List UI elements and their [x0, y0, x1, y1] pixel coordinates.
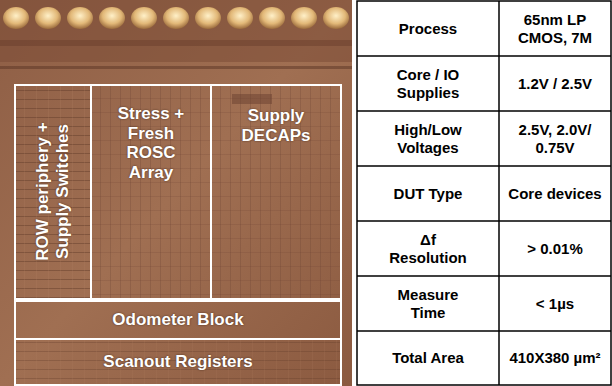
table-cell: 410X380 µm²: [499, 331, 611, 385]
region-box: Scanout Registers: [14, 338, 342, 386]
table-header: Core / IO Supplies: [380, 66, 476, 102]
region-label: Stress + Fresh ROSC Array: [109, 104, 193, 182]
table-cell: Total Area: [357, 331, 499, 385]
table-cell: Core / IO Supplies: [357, 56, 499, 111]
table-header: Δf Resolution: [380, 231, 476, 267]
region-label: Scanout Registers: [28, 352, 328, 372]
table-header: DUT Type: [380, 185, 476, 203]
region-box: Stress + Fresh ROSC Array: [90, 84, 212, 300]
table-header: Measure Time: [380, 286, 476, 322]
table-value: 410X380 µm²: [507, 349, 603, 367]
table-cell: Measure Time: [357, 276, 499, 331]
table-cell: 2.5V, 2.0V/ 0.75V: [499, 111, 611, 166]
table-value: 2.5V, 2.0V/ 0.75V: [507, 121, 603, 157]
region-label: Odometer Block: [28, 310, 328, 330]
table-value: > 0.01%: [507, 240, 603, 258]
region-box: Odometer Block: [14, 300, 342, 340]
region-label: ROW periphery + Supply Switches: [33, 117, 72, 267]
table-cell: High/Low Voltages: [357, 111, 499, 166]
table-value: < 1µs: [507, 295, 603, 313]
table-cell: Core devices: [499, 166, 611, 221]
table-header: Process: [380, 20, 476, 38]
region-label: Supply DECAPs: [224, 106, 328, 145]
table-cell: < 1µs: [499, 276, 611, 331]
table-cell: DUT Type: [357, 166, 499, 221]
table-value: Core devices: [507, 185, 603, 203]
table-value: 65nm LP CMOS, 7M: [507, 11, 603, 47]
table-cell: Process: [357, 1, 499, 56]
table-cell: > 0.01%: [499, 221, 611, 276]
region-box: ROW periphery + Supply Switches: [14, 84, 92, 300]
table-cell: 65nm LP CMOS, 7M: [499, 1, 611, 56]
region-box: Supply DECAPs: [210, 84, 342, 300]
table-cell: Δf Resolution: [357, 221, 499, 276]
table-cell: 1.2V / 2.5V: [499, 56, 611, 111]
table-header: Total Area: [380, 349, 476, 367]
table-header: High/Low Voltages: [380, 121, 476, 157]
table-value: 1.2V / 2.5V: [507, 75, 603, 93]
